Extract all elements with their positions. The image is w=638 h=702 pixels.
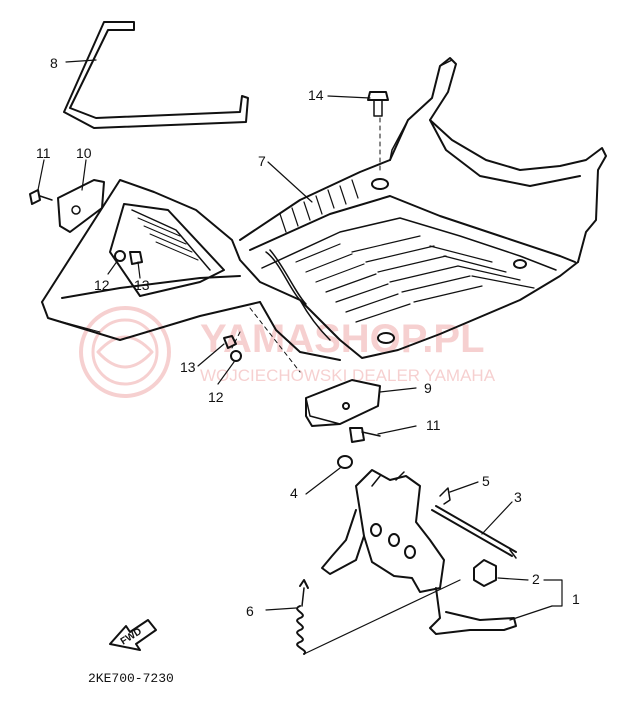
- callout-4: 4: [290, 485, 298, 501]
- part-8-bracket[interactable]: [63, 21, 249, 129]
- part-2-rubber-stop[interactable]: [473, 559, 497, 587]
- part-13-nut-lower[interactable]: [223, 335, 237, 349]
- part-7-footboard[interactable]: [41, 57, 607, 373]
- part-14-bolt[interactable]: [367, 91, 389, 117]
- callout-9: 9: [424, 380, 432, 396]
- main-stand-frame[interactable]: [321, 469, 517, 635]
- part-6-spring[interactable]: [296, 579, 309, 655]
- watermark-title: YAMASHOP.PL: [200, 317, 485, 361]
- part-11-bolt-lower[interactable]: [349, 427, 381, 443]
- diagram-code: 2KE700-7230: [88, 671, 174, 686]
- part-9-bracket[interactable]: [305, 379, 381, 427]
- callout-6: 6: [246, 603, 254, 619]
- watermark-subtitle: WOJCIECHOWSKI DEALER YAMAHA: [200, 366, 496, 385]
- part-10-cover[interactable]: [57, 179, 105, 233]
- part-12-washer-lower[interactable]: [230, 350, 242, 362]
- part-4-collar[interactable]: [337, 455, 353, 469]
- part-3-shaft[interactable]: [431, 505, 517, 559]
- part-5-clip[interactable]: [439, 487, 451, 505]
- watermark-logo-inner: [91, 318, 159, 386]
- callout-10: 10: [76, 145, 92, 161]
- callout-12-lower: 12: [208, 389, 224, 405]
- callout-1: 1: [572, 591, 580, 607]
- callout-3: 3: [514, 489, 522, 505]
- callout-12-upper: 12: [94, 277, 110, 293]
- part-11-screw-upper[interactable]: [29, 189, 53, 205]
- watermark-logo-ring: [79, 306, 171, 398]
- callout-2: 2: [532, 571, 540, 587]
- fwd-arrow-icon: [109, 619, 157, 651]
- callout-11-lower: 11: [426, 417, 441, 433]
- callout-7: 7: [258, 153, 266, 169]
- part-12-washer-upper[interactable]: [114, 250, 126, 262]
- callout-14: 14: [308, 87, 324, 103]
- callout-13-upper: 13: [134, 277, 150, 293]
- callout-5: 5: [482, 473, 490, 489]
- part-13-nut-upper[interactable]: [129, 251, 143, 265]
- callout-11-upper: 11: [36, 145, 51, 161]
- leader-lines: [37, 59, 563, 655]
- callout-13-lower: 13: [180, 359, 196, 375]
- callout-8: 8: [50, 55, 58, 71]
- watermark: YAMASHOP.PL WOJCIECHOWSKI DEALER YAMAHA: [79, 306, 496, 398]
- callouts: 1 2 3 4 5 6 7 8 9 10 11 11 12 12 13 13 1…: [36, 55, 580, 619]
